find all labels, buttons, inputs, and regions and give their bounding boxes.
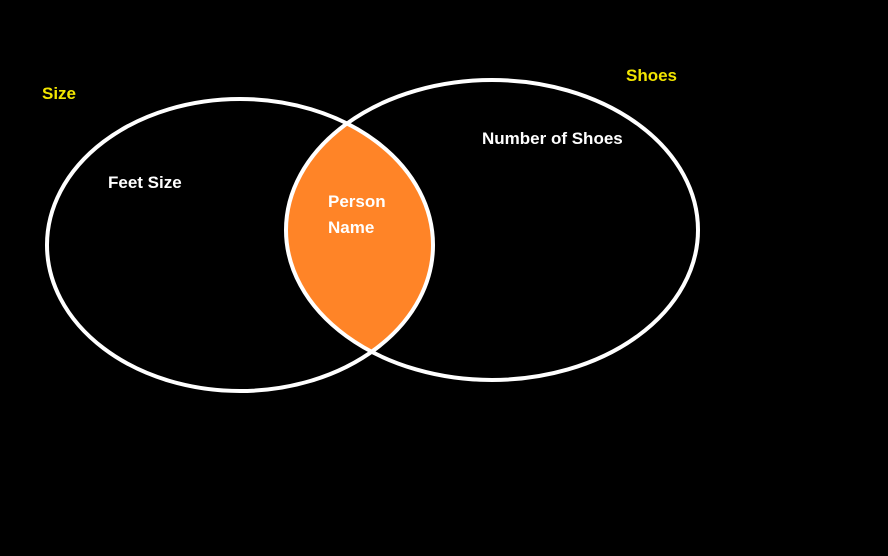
set-size-circle bbox=[45, 97, 435, 393]
intersection-region bbox=[286, 99, 433, 380]
set-shoes-circle bbox=[284, 78, 700, 382]
size-region-label: Feet Size bbox=[108, 173, 182, 192]
set-size-title: Size bbox=[42, 84, 77, 103]
intersection-label-line-1: Person bbox=[328, 192, 386, 211]
intersection-label: Person Name bbox=[328, 189, 386, 241]
shoes-region-label: Number of Shoes bbox=[482, 129, 623, 148]
set-shoes-title: Shoes bbox=[626, 66, 678, 85]
intersection-label-line-2: Name bbox=[328, 218, 375, 237]
